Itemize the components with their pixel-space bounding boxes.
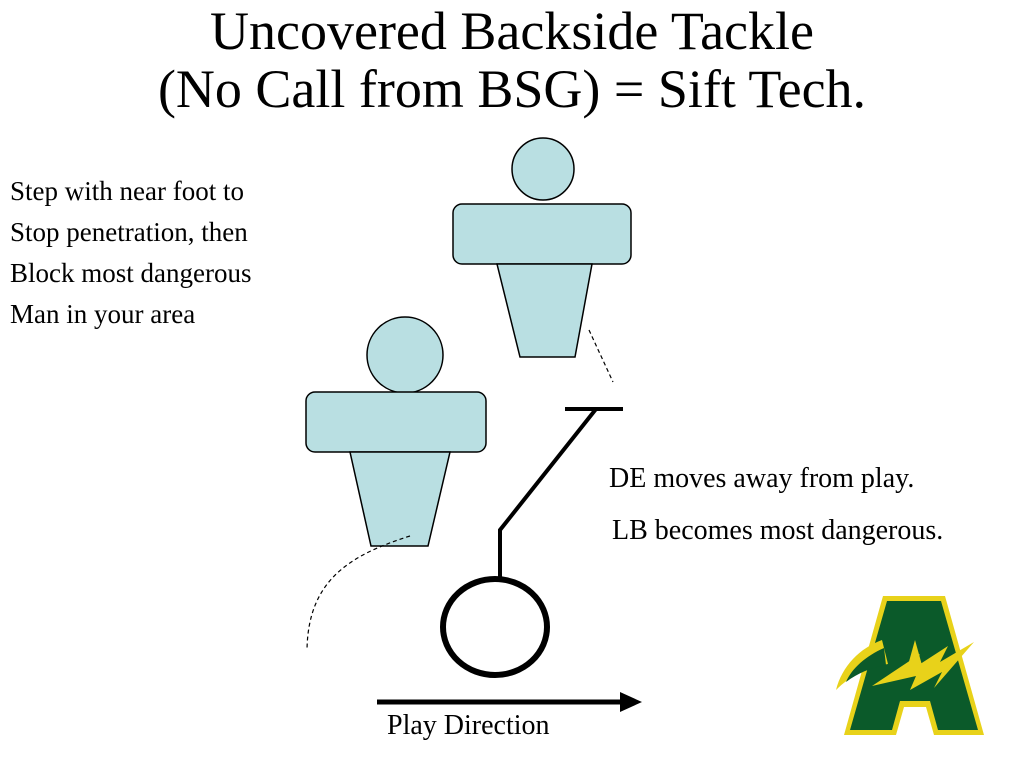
logo-lightning-bolt [872, 642, 974, 690]
block-route [498, 407, 598, 578]
arrow-head-icon [620, 692, 642, 712]
defender-de-legs [496, 263, 593, 358]
defender-dt-body [305, 391, 487, 453]
de-note: DE moves away from play. [609, 463, 915, 494]
defender-de [452, 137, 632, 358]
defender-dt [305, 316, 487, 547]
instruction-line: Stop penetration, then [10, 217, 248, 247]
instruction-text: Step with near foot to Stop penetration,… [10, 171, 251, 335]
instruction-line: Step with near foot to [10, 176, 244, 206]
defender-dt-head [366, 316, 444, 394]
lb-note: LB becomes most dangerous. [612, 515, 944, 546]
instruction-line: Block most dangerous [10, 258, 252, 288]
title-line-1: Uncovered Backside Tackle [210, 1, 814, 61]
de-movement-path [588, 329, 614, 383]
defender-de-body [452, 203, 632, 265]
play-direction-label: Play Direction [387, 710, 550, 741]
defender-dt-legs [349, 451, 451, 547]
instruction-line: Man in your area [10, 299, 196, 329]
slide-title: Uncovered Backside Tackle (No Call from … [0, 2, 1024, 118]
title-line-2: (No Call from BSG) = Sift Tech. [157, 59, 867, 119]
letter-a-lightning-logo [836, 596, 984, 735]
offensive-tackle [440, 576, 550, 678]
dt-movement-path [306, 535, 411, 651]
defender-de-head [511, 137, 575, 201]
